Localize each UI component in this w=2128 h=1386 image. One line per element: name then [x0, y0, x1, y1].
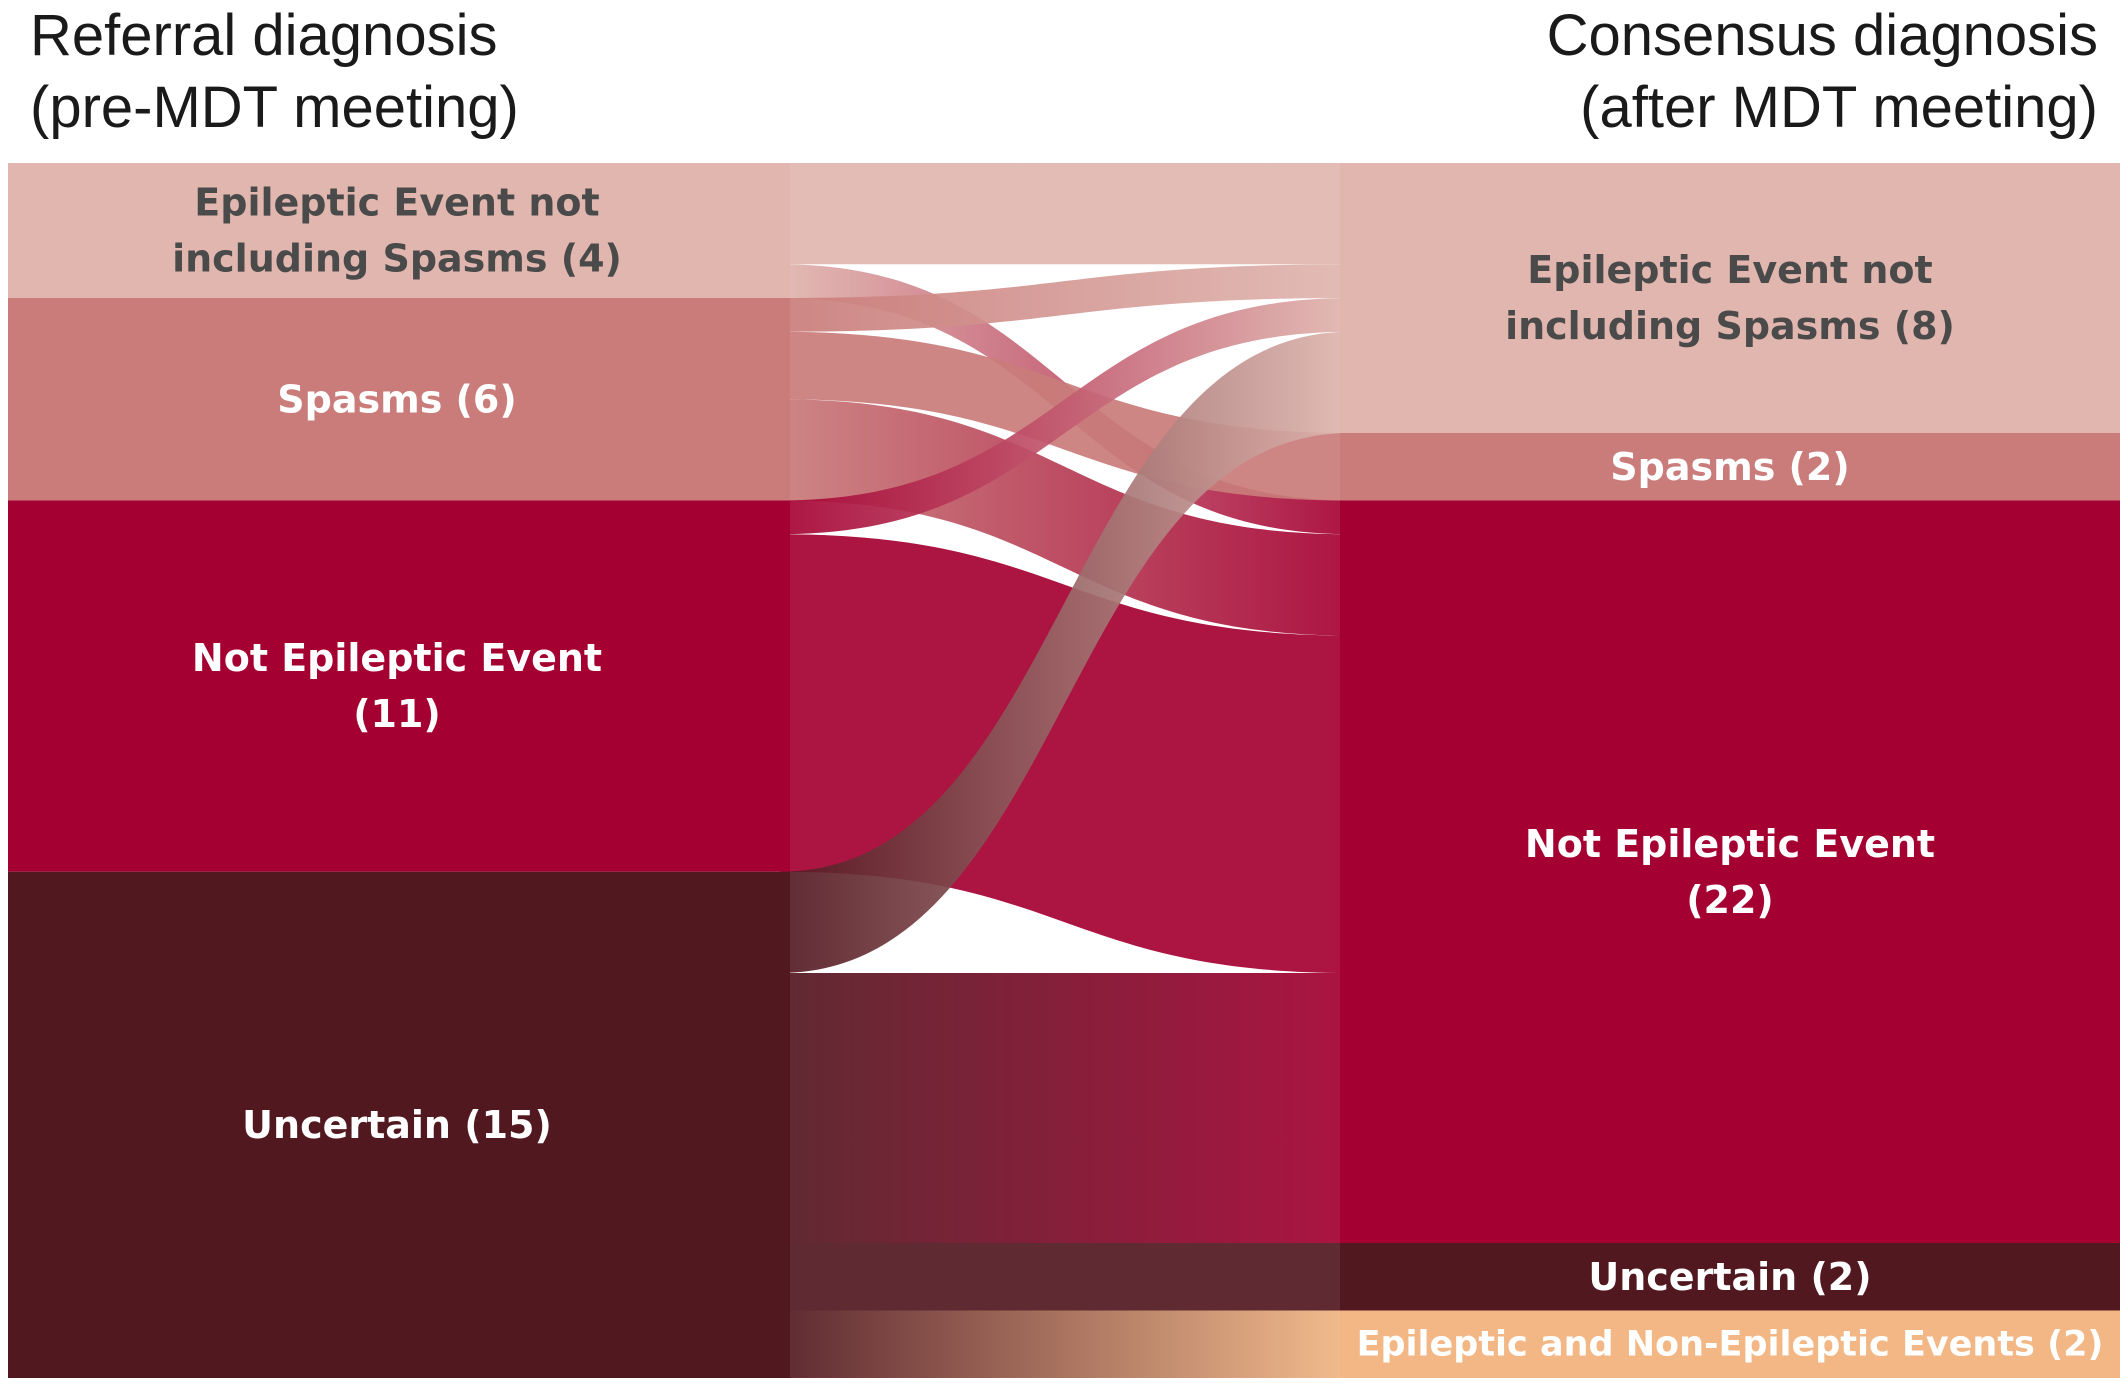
- flow-L_SP-to-R_EE: [780, 264, 1350, 332]
- flows-layer: [780, 163, 1350, 1378]
- node-label-line-L_EE-0: Epileptic Event not: [194, 181, 599, 225]
- right-column-title: Consensus diagnosis (after MDT meeting): [1547, 0, 2098, 144]
- node-label-L_UN: Uncertain (15): [242, 1103, 552, 1147]
- node-label-line-R_EE-0: Epileptic Event not: [1527, 248, 1932, 292]
- node-label-R_EE: Epileptic Event not including Spasms (8): [1505, 248, 1955, 348]
- left-title-line-2: (pre-MDT meeting): [30, 75, 519, 140]
- node-L_UN: [8, 871, 790, 1378]
- node-R_SP: [1340, 433, 2120, 501]
- node-L_SP: [8, 298, 790, 501]
- node-R_EE: [1340, 163, 2120, 433]
- node-R_EN: [1340, 1310, 2120, 1378]
- flow-L_UN-to-R_EN: [780, 1310, 1350, 1378]
- node-L_NE: [8, 500, 790, 872]
- node-label-L_SP: Spasms (6): [277, 377, 516, 421]
- node-R_UN: [1340, 1243, 2120, 1311]
- nodes-layer: [8, 163, 2120, 1378]
- labels-layer: Epileptic Event not including Spasms (4) S…: [172, 181, 2103, 1365]
- flow-L_UN-to-R_UN: [780, 1243, 1350, 1311]
- node-label-line-R_UN-0: Uncertain (2): [1588, 1255, 1871, 1299]
- node-label-R_EN: Epileptic and Non-Epileptic Events (2): [1357, 1324, 2104, 1364]
- node-label-line-R_EE-1: including Spasms (8): [1505, 304, 1955, 348]
- node-label-R_SP: Spasms (2): [1610, 445, 1849, 489]
- left-title-line-1: Referral diagnosis: [30, 3, 498, 68]
- node-label-line-R_SP-0: Spasms (2): [1610, 445, 1849, 489]
- node-label-line-R_EN-0: Epileptic and Non-Epileptic Events (2): [1357, 1324, 2104, 1364]
- right-title-line-2: (after MDT meeting): [1580, 75, 2098, 140]
- flow-L_NE-to-R_EE: [780, 298, 1350, 535]
- node-label-line-L_NE-0: Not Epileptic Event: [192, 636, 602, 680]
- node-label-R_NE: Not Epileptic Event (22): [1525, 822, 1935, 922]
- flow-L_SP-to-R_NE: [780, 399, 1350, 636]
- node-label-line-L_SP-0: Spasms (6): [277, 377, 516, 421]
- flow-L_EE-to-R_EE: [780, 163, 1350, 265]
- node-label-line-L_UN-0: Uncertain (15): [242, 1103, 552, 1147]
- node-L_EE: [8, 163, 790, 298]
- node-R_NE: [1340, 500, 2120, 1243]
- node-label-R_UN: Uncertain (2): [1588, 1255, 1871, 1299]
- node-label-line-R_NE-1: (22): [1686, 878, 1774, 922]
- flow-L_UN-to-R_NE: [780, 973, 1350, 1243]
- node-label-L_NE: Not Epileptic Event (11): [192, 636, 602, 736]
- node-label-line-L_EE-1: including Spasms (4): [172, 237, 622, 281]
- right-title-line-1: Consensus diagnosis: [1546, 3, 2098, 68]
- left-column-title: Referral diagnosis (pre-MDT meeting): [30, 0, 519, 144]
- node-label-line-L_NE-1: (11): [353, 692, 441, 736]
- flow-L_UN-to-R_EE: [780, 331, 1350, 973]
- node-label-L_EE: Epileptic Event not including Spasms (4): [172, 181, 622, 281]
- node-label-line-R_NE-0: Not Epileptic Event: [1525, 822, 1935, 866]
